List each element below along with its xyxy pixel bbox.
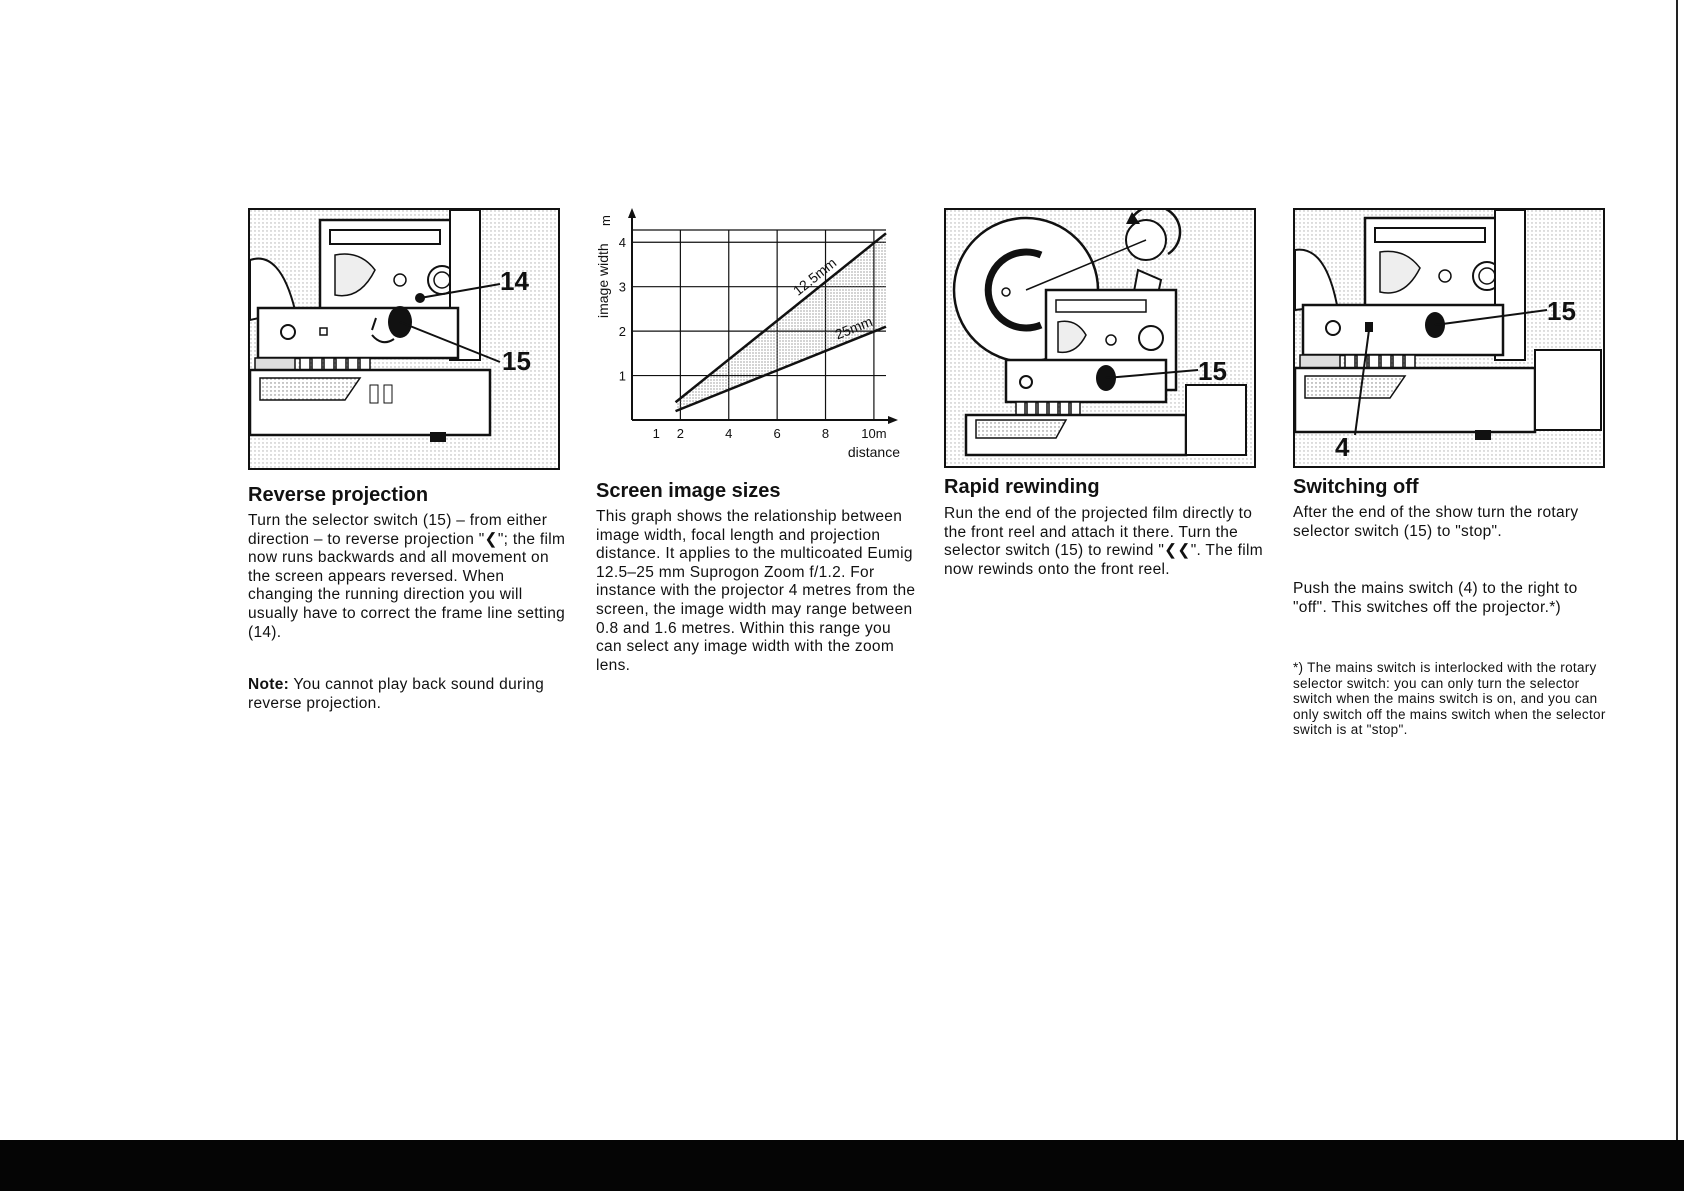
projector-illustration-reverse: 14 15 [248, 208, 560, 470]
section-body: After the end of the show turn the rotar… [1293, 504, 1579, 540]
callout-4: 4 [1335, 432, 1350, 462]
note-text: You cannot play back sound during revers… [248, 676, 545, 712]
section-title: Screen image sizes [596, 480, 781, 502]
page-edge-line [1676, 0, 1678, 1140]
projector-drawing: 14 15 [250, 210, 558, 468]
section-body: Run the end of the projected film direct… [944, 505, 1263, 578]
y-axis-unit: m [598, 215, 613, 226]
note-label: Note: [248, 676, 290, 693]
x-tick-label: 2 [677, 426, 684, 441]
x-tick-label: 10m [861, 426, 886, 441]
y-tick-label: 3 [619, 280, 626, 295]
section-reverse-projection: 14 15 Reverse projection Turn the select… [248, 208, 568, 712]
x-tick-label: 8 [822, 426, 829, 441]
footnote: *) The mains switch is interlocked with … [1293, 660, 1606, 738]
zoom-range-band [675, 233, 886, 412]
y-tick-label: 4 [619, 235, 626, 250]
callout-14: 14 [500, 266, 529, 296]
x-tick-label: 6 [774, 426, 781, 441]
section-title: Switching off [1293, 476, 1419, 498]
projector-illustration-switch-off: 15 4 [1293, 208, 1605, 468]
section-switching-off: 15 4 Switching off After the end of the … [1293, 208, 1613, 737]
y-tick-label: 2 [619, 324, 626, 339]
section-title: Reverse projection [248, 484, 429, 506]
x-axis-label: distance [848, 444, 900, 460]
section-body: Turn the selector switch (15) – from eit… [248, 512, 566, 641]
callout-15: 15 [1198, 356, 1227, 386]
section-body-2: Push the mains switch (4) to the right t… [1293, 580, 1578, 616]
callout-15: 15 [502, 346, 531, 376]
x-tick-label: 4 [725, 426, 732, 441]
y-tick-label: 1 [619, 369, 626, 384]
series-line-12-5mm [674, 232, 887, 404]
callout-15: 15 [1547, 296, 1576, 326]
y-axis-arrow [628, 208, 636, 218]
x-tick-label: 1 [653, 426, 660, 441]
note: Note: You cannot play back sound during … [248, 676, 570, 713]
projector-drawing: 15 [946, 210, 1254, 466]
projector-drawing: 15 4 [1295, 210, 1603, 466]
section-title: Rapid rewinding [944, 476, 1100, 498]
y-axis-label: image width [596, 243, 611, 318]
bottom-scan-border [0, 1140, 1684, 1191]
projector-illustration-rewind: 15 [944, 208, 1256, 468]
section-body: This graph shows the relationship betwee… [596, 508, 916, 674]
series-line-25mm [675, 325, 887, 413]
x-axis-arrow [888, 416, 898, 424]
section-rapid-rewinding: 15 Rapid rewinding Run the end of the pr… [944, 208, 1264, 578]
